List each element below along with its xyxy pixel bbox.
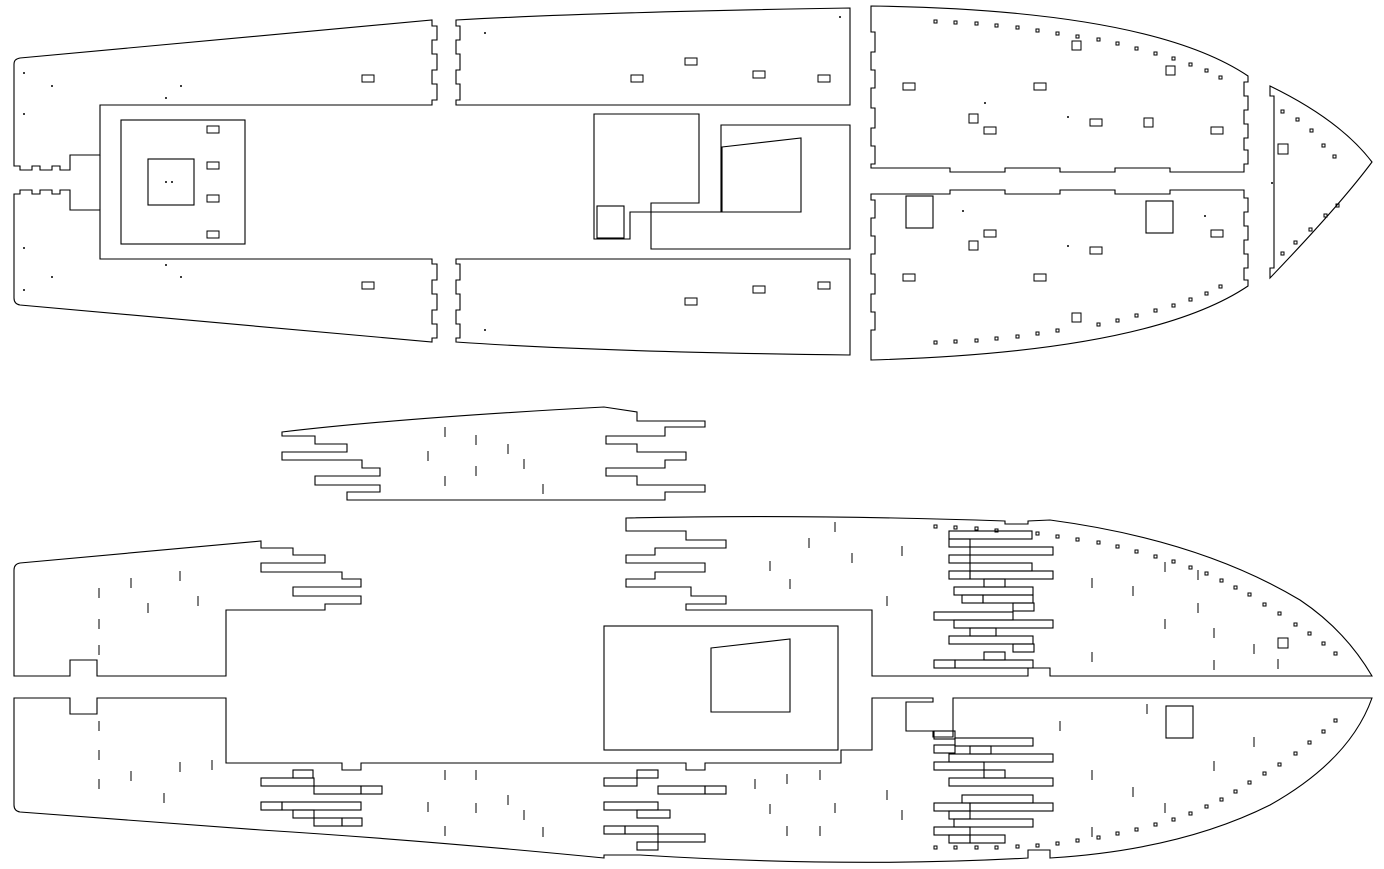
pin-hole bbox=[1204, 215, 1206, 217]
hatch-frame bbox=[120, 119, 246, 245]
fore-slot bbox=[1033, 273, 1047, 282]
fore-slot bbox=[1089, 118, 1103, 127]
hatch-inner bbox=[147, 158, 195, 206]
aft-deck-piece bbox=[13, 19, 438, 171]
fore-slot bbox=[1210, 126, 1224, 135]
hull-rail-holes-upper bbox=[933, 524, 1338, 656]
pin-hole bbox=[180, 276, 182, 278]
cargo-frame bbox=[593, 113, 851, 250]
aft-deck-piece-lower bbox=[13, 189, 438, 343]
fore-rib-tabs bbox=[933, 530, 1054, 844]
fore-slot bbox=[1165, 65, 1176, 76]
pin-hole bbox=[984, 102, 986, 104]
central-hull-frame bbox=[603, 625, 839, 751]
lower-hull-layout bbox=[13, 406, 1373, 863]
hatch-slot bbox=[206, 161, 220, 170]
pin-hole bbox=[180, 85, 182, 87]
fore-slot bbox=[983, 229, 997, 238]
pin-hole bbox=[962, 210, 964, 212]
upper-floating-rib-plate bbox=[281, 406, 706, 501]
fore-slot bbox=[902, 82, 916, 91]
aft-hull-slots bbox=[98, 571, 199, 655]
pin-hole bbox=[51, 276, 53, 278]
aft-hull-upper-half bbox=[13, 540, 362, 677]
aft-rib-tabs bbox=[260, 769, 727, 851]
aft-hull-lower-slots bbox=[98, 721, 903, 837]
pin-hole bbox=[23, 247, 25, 249]
rail-holes-upper bbox=[933, 19, 1223, 80]
mid-slot bbox=[752, 285, 766, 294]
hatch-slot bbox=[206, 194, 220, 203]
pin-hole bbox=[165, 97, 167, 99]
pin-hole bbox=[1067, 245, 1069, 247]
fore-slot bbox=[968, 113, 979, 124]
fore-hatch-left bbox=[905, 195, 934, 229]
fore-slot bbox=[902, 273, 916, 282]
fore-hatch-right bbox=[1145, 200, 1174, 234]
fore-hull-upper-half bbox=[625, 515, 1373, 677]
aft-slot bbox=[361, 281, 375, 290]
cargo-frame-small bbox=[596, 205, 625, 239]
hull-rail-holes-lower bbox=[933, 718, 1338, 850]
pin-hole bbox=[484, 32, 486, 34]
bow-slot bbox=[1277, 143, 1289, 155]
mid-slot bbox=[684, 57, 698, 66]
fore-hull-slot bbox=[1277, 637, 1289, 649]
fore-slot bbox=[1071, 40, 1082, 51]
fore-slot bbox=[968, 240, 979, 251]
hatch-slot bbox=[206, 125, 220, 134]
fore-slot bbox=[983, 126, 997, 135]
pin-hole bbox=[1271, 182, 1273, 184]
rail-holes-lower bbox=[933, 284, 1223, 345]
aft-hull-lower-half bbox=[13, 697, 1373, 863]
pin-hole bbox=[23, 72, 25, 74]
pin-hole bbox=[23, 113, 25, 115]
pin-hole bbox=[165, 264, 167, 266]
fore-slot bbox=[1071, 312, 1082, 323]
upper-deck-layout bbox=[13, 5, 1373, 361]
bow-rail-holes bbox=[1280, 109, 1340, 256]
pin-hole bbox=[23, 289, 25, 291]
fore-hull-lower-slots bbox=[1059, 704, 1255, 837]
pin-hole bbox=[839, 16, 841, 18]
fore-hull-upper-slots bbox=[769, 522, 1279, 670]
mid-slot bbox=[752, 70, 766, 79]
mid-slot bbox=[817, 281, 831, 290]
rib-slots bbox=[427, 427, 544, 494]
pin-hole bbox=[165, 181, 167, 183]
mid-slot bbox=[817, 74, 831, 83]
pin-hole bbox=[171, 181, 173, 183]
fore-slot bbox=[1033, 82, 1047, 91]
bow-cap-piece bbox=[1269, 85, 1373, 280]
hull-skylight bbox=[710, 638, 791, 713]
aft-slot bbox=[361, 74, 375, 83]
fore-deck-upper-half bbox=[870, 5, 1249, 173]
cargo-skylight bbox=[721, 137, 802, 213]
pin-hole bbox=[51, 85, 53, 87]
hatch-slot bbox=[206, 230, 220, 239]
fore-slot bbox=[1143, 117, 1154, 128]
mid-deck-top-strip bbox=[455, 7, 851, 106]
pin-hole bbox=[1067, 116, 1069, 118]
mid-slot bbox=[630, 74, 644, 83]
fore-deck-lower-half bbox=[870, 189, 1249, 361]
mid-slot bbox=[684, 297, 698, 306]
mid-deck-bottom-strip bbox=[455, 258, 851, 356]
pin-hole bbox=[484, 329, 486, 331]
fore-slot bbox=[1089, 246, 1103, 255]
fore-hull-hatch bbox=[1165, 705, 1194, 739]
fore-slot bbox=[1210, 229, 1224, 238]
